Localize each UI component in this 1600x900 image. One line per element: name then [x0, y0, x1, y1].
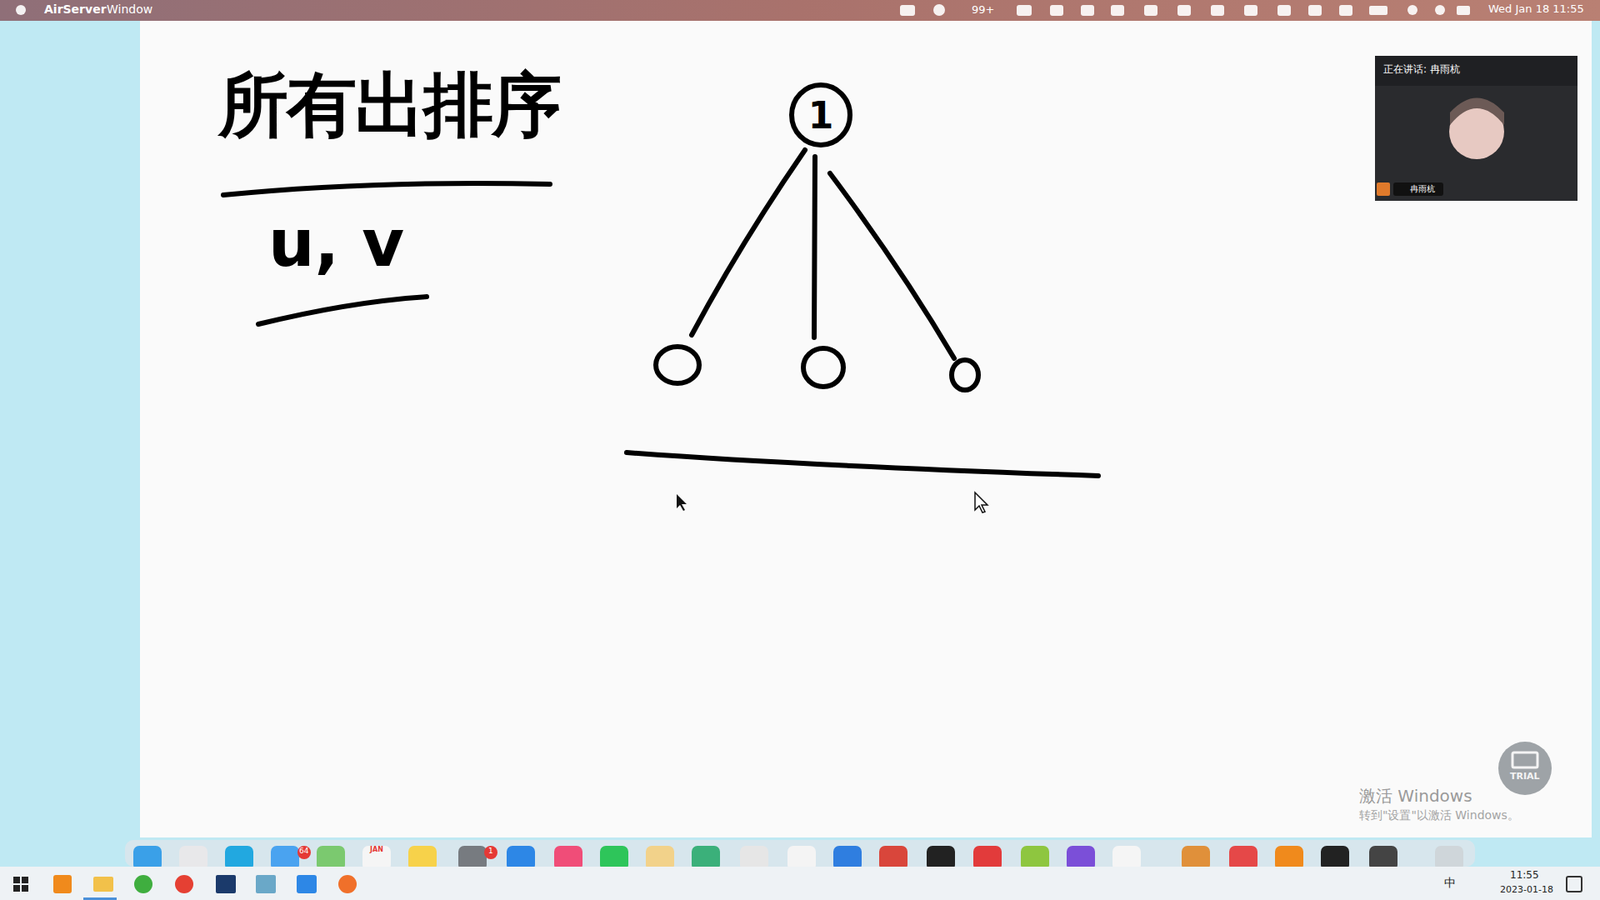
- speaker-status: 正在讲话: 冉雨杭: [1383, 64, 1460, 75]
- menu-item: Window: [106, 3, 153, 16]
- calendar-month: JAN: [370, 846, 384, 855]
- taskbar-clock: 11:55: [1510, 870, 1540, 881]
- handwritten-note: u, v: [268, 208, 405, 280]
- badge-count: 1: [488, 847, 494, 856]
- handwritten-title: 所有出排序: [218, 66, 560, 144]
- menu-clock: Wed Jan 18 11:55: [1488, 3, 1585, 15]
- input-method: 中: [1444, 876, 1456, 890]
- badge-count: 64: [299, 847, 309, 856]
- participant-name: 冉雨杭: [1410, 184, 1435, 194]
- activation-watermark: 转到"设置"以激活 Windows。: [1359, 809, 1520, 822]
- trial-badge: TRIAL: [1510, 771, 1540, 782]
- tree-node-circle: 1: [788, 81, 854, 149]
- notification-count: 99+: [971, 4, 995, 16]
- menu-app-name: AirServer: [44, 3, 107, 16]
- activation-watermark: 激活 Windows: [1359, 786, 1473, 805]
- taskbar-date: 2023-01-18: [1500, 885, 1554, 895]
- node-number: 1: [808, 94, 835, 137]
